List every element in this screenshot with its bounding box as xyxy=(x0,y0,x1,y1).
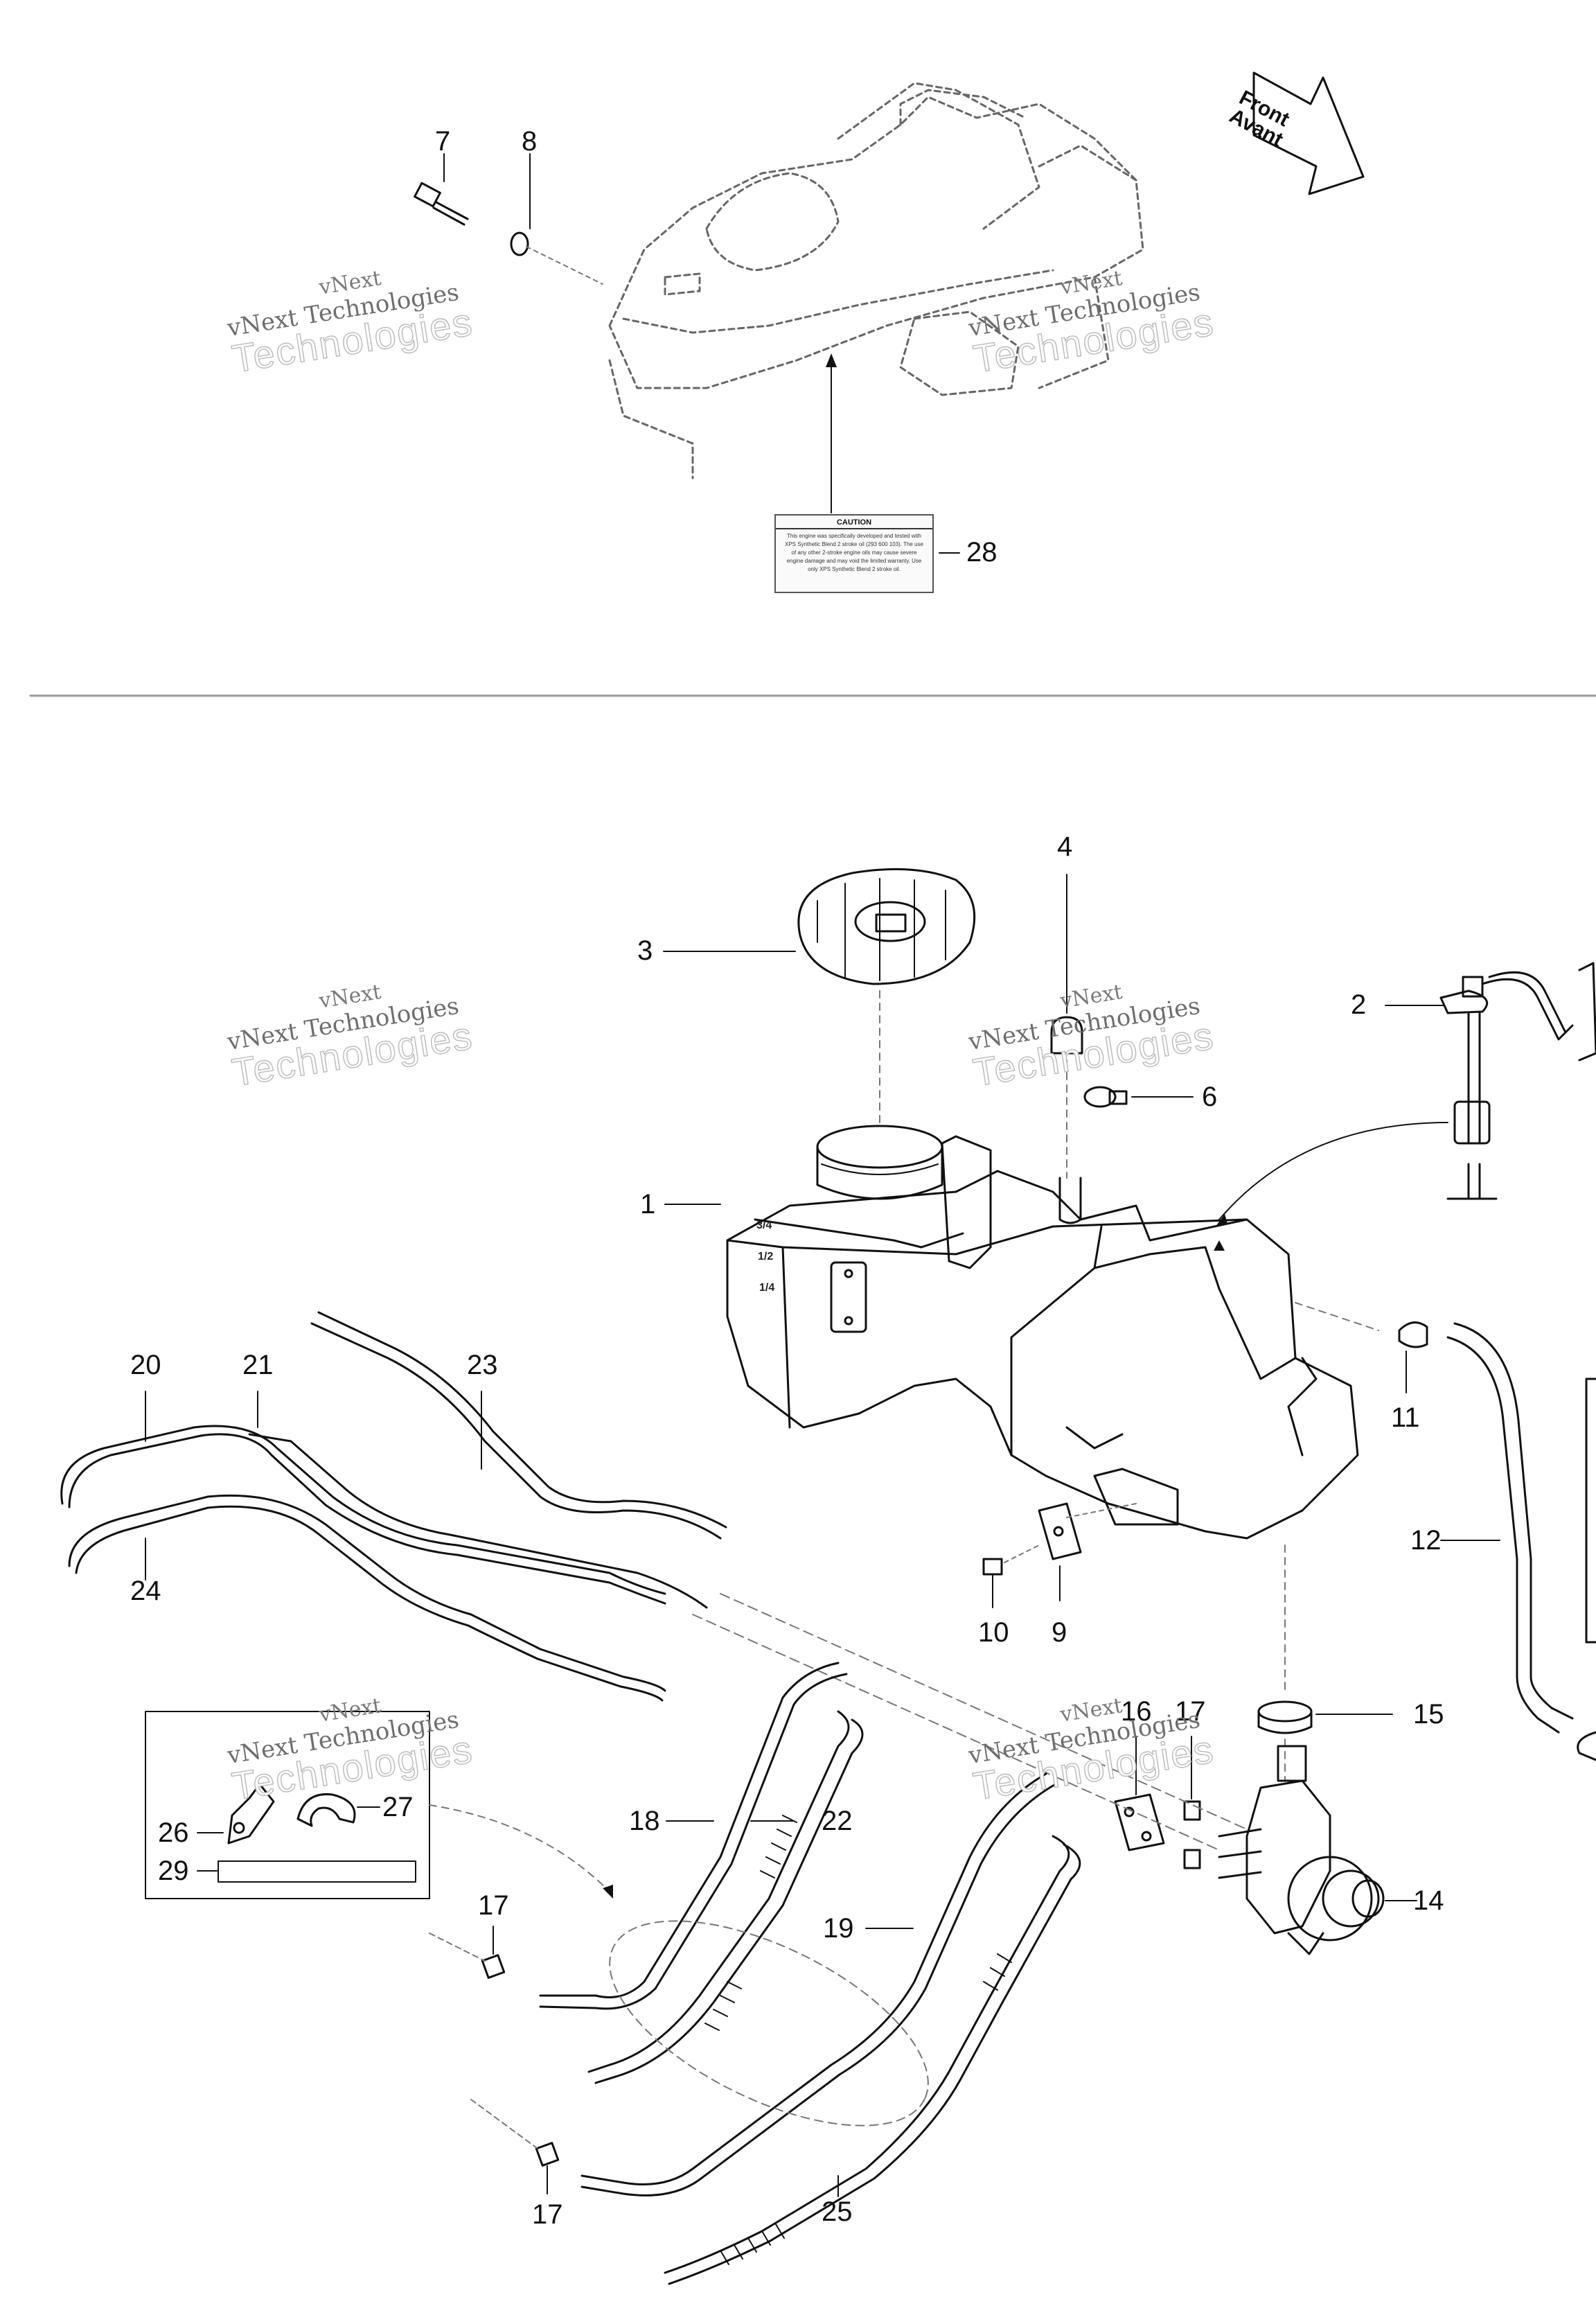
callout-16: 16 xyxy=(1121,1696,1152,1727)
callout-28: 28 xyxy=(966,537,998,567)
callout-29: 29 xyxy=(158,1856,189,1886)
caution-title: CAUTION xyxy=(776,518,932,529)
bolt-10-part xyxy=(982,1558,1003,1608)
hose-19 xyxy=(580,1772,1056,2197)
callout-21: 21 xyxy=(242,1350,274,1380)
front-arrow-shape xyxy=(1252,71,1365,195)
gauge-mark-1-2: 1/2 xyxy=(758,1251,774,1262)
clip-26-part xyxy=(227,1783,275,1845)
callout-17: 17 xyxy=(1175,1696,1206,1727)
callout-23: 23 xyxy=(467,1350,498,1380)
callout-15: 15 xyxy=(1413,1699,1444,1730)
callout-12: 12 xyxy=(1410,1525,1442,1556)
clamp-27-part xyxy=(296,1793,356,1827)
clamp-11-part xyxy=(1398,1321,1428,1348)
callout-27: 27 xyxy=(382,1792,414,1822)
bolt-7-part xyxy=(414,182,469,226)
plug-4-part xyxy=(1050,1016,1083,1055)
hose-22 xyxy=(587,1710,864,2084)
callout-4: 4 xyxy=(1057,831,1073,862)
plate-9-part xyxy=(1038,1502,1082,1560)
bracket-16-part xyxy=(1114,1793,1165,1851)
callout-3: 3 xyxy=(637,935,653,966)
callout-19: 19 xyxy=(823,1913,854,1944)
gauge-mark-3-4: 3/4 xyxy=(756,1220,772,1231)
clamp-15-part xyxy=(1257,1700,1313,1734)
callout-20: 20 xyxy=(130,1350,161,1380)
fitting-17-part xyxy=(1183,1800,1201,1821)
callout-2: 2 xyxy=(1351,989,1367,1020)
hoses-20-24 xyxy=(60,1311,727,1702)
callout-10: 10 xyxy=(978,1617,1009,1648)
callout-24: 24 xyxy=(130,1576,161,1606)
callout-17-lower-2: 17 xyxy=(532,2199,563,2230)
gauge-mark-1-4: 1/4 xyxy=(759,1282,775,1294)
callout-22: 22 xyxy=(822,1806,853,1836)
caution-body: This engine was specifically developed a… xyxy=(785,533,923,572)
callout-11: 11 xyxy=(1391,1402,1420,1433)
callout-26: 26 xyxy=(158,1817,189,1848)
clamp-6-part xyxy=(1083,1086,1128,1108)
oil-tank-1 xyxy=(726,1125,1359,1540)
hose-18 xyxy=(539,1662,848,2010)
callout-7: 7 xyxy=(435,126,451,157)
callout-17-lower-1: 17 xyxy=(478,1890,509,1921)
vehicle-body-outline xyxy=(608,82,1144,479)
caution-decal: CAUTION This engine was specifically dev… xyxy=(774,514,934,593)
level-sensor-2 xyxy=(1439,962,1596,1200)
callout-8: 8 xyxy=(522,126,538,157)
callout-6: 6 xyxy=(1202,1082,1218,1112)
callout-9: 9 xyxy=(1052,1617,1067,1648)
callout-25: 25 xyxy=(822,2197,853,2227)
callout-14: 14 xyxy=(1413,1885,1444,1916)
washer-8-part xyxy=(510,231,529,256)
callout-18: 18 xyxy=(629,1806,660,1836)
hose-12 xyxy=(1446,1336,1560,1734)
hose-25 xyxy=(664,1835,1081,2285)
filler-cap-3 xyxy=(797,868,976,985)
oil-pump-14 xyxy=(1218,1745,1385,1955)
strip-29-part xyxy=(218,1860,416,1883)
callout-1: 1 xyxy=(640,1189,656,1220)
